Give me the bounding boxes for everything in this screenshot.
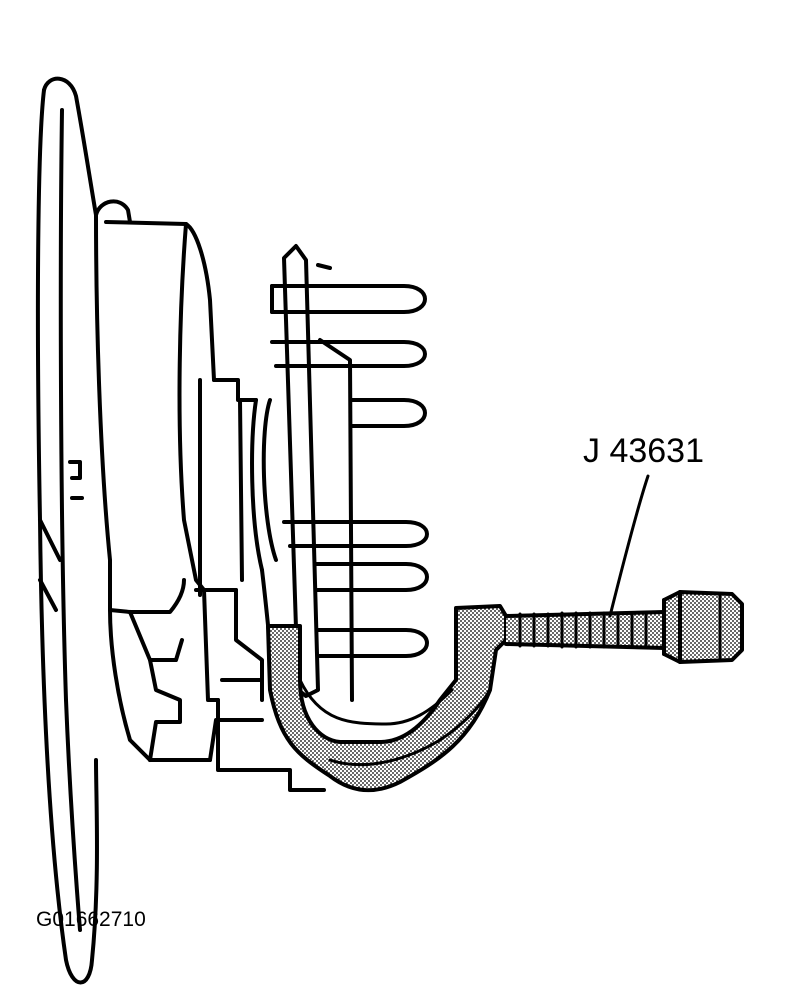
- hex-nut: [662, 590, 744, 664]
- tool-callout-label: J 43631: [583, 432, 704, 470]
- brake-rotor: [35, 76, 99, 985]
- callout-leader-line: [608, 474, 650, 618]
- j43631-clamp: [266, 604, 508, 793]
- forcing-screw: [504, 610, 666, 650]
- figure-id-label: G01662710: [36, 908, 146, 931]
- wheel-studs: [270, 284, 429, 658]
- hub-body: [94, 199, 326, 792]
